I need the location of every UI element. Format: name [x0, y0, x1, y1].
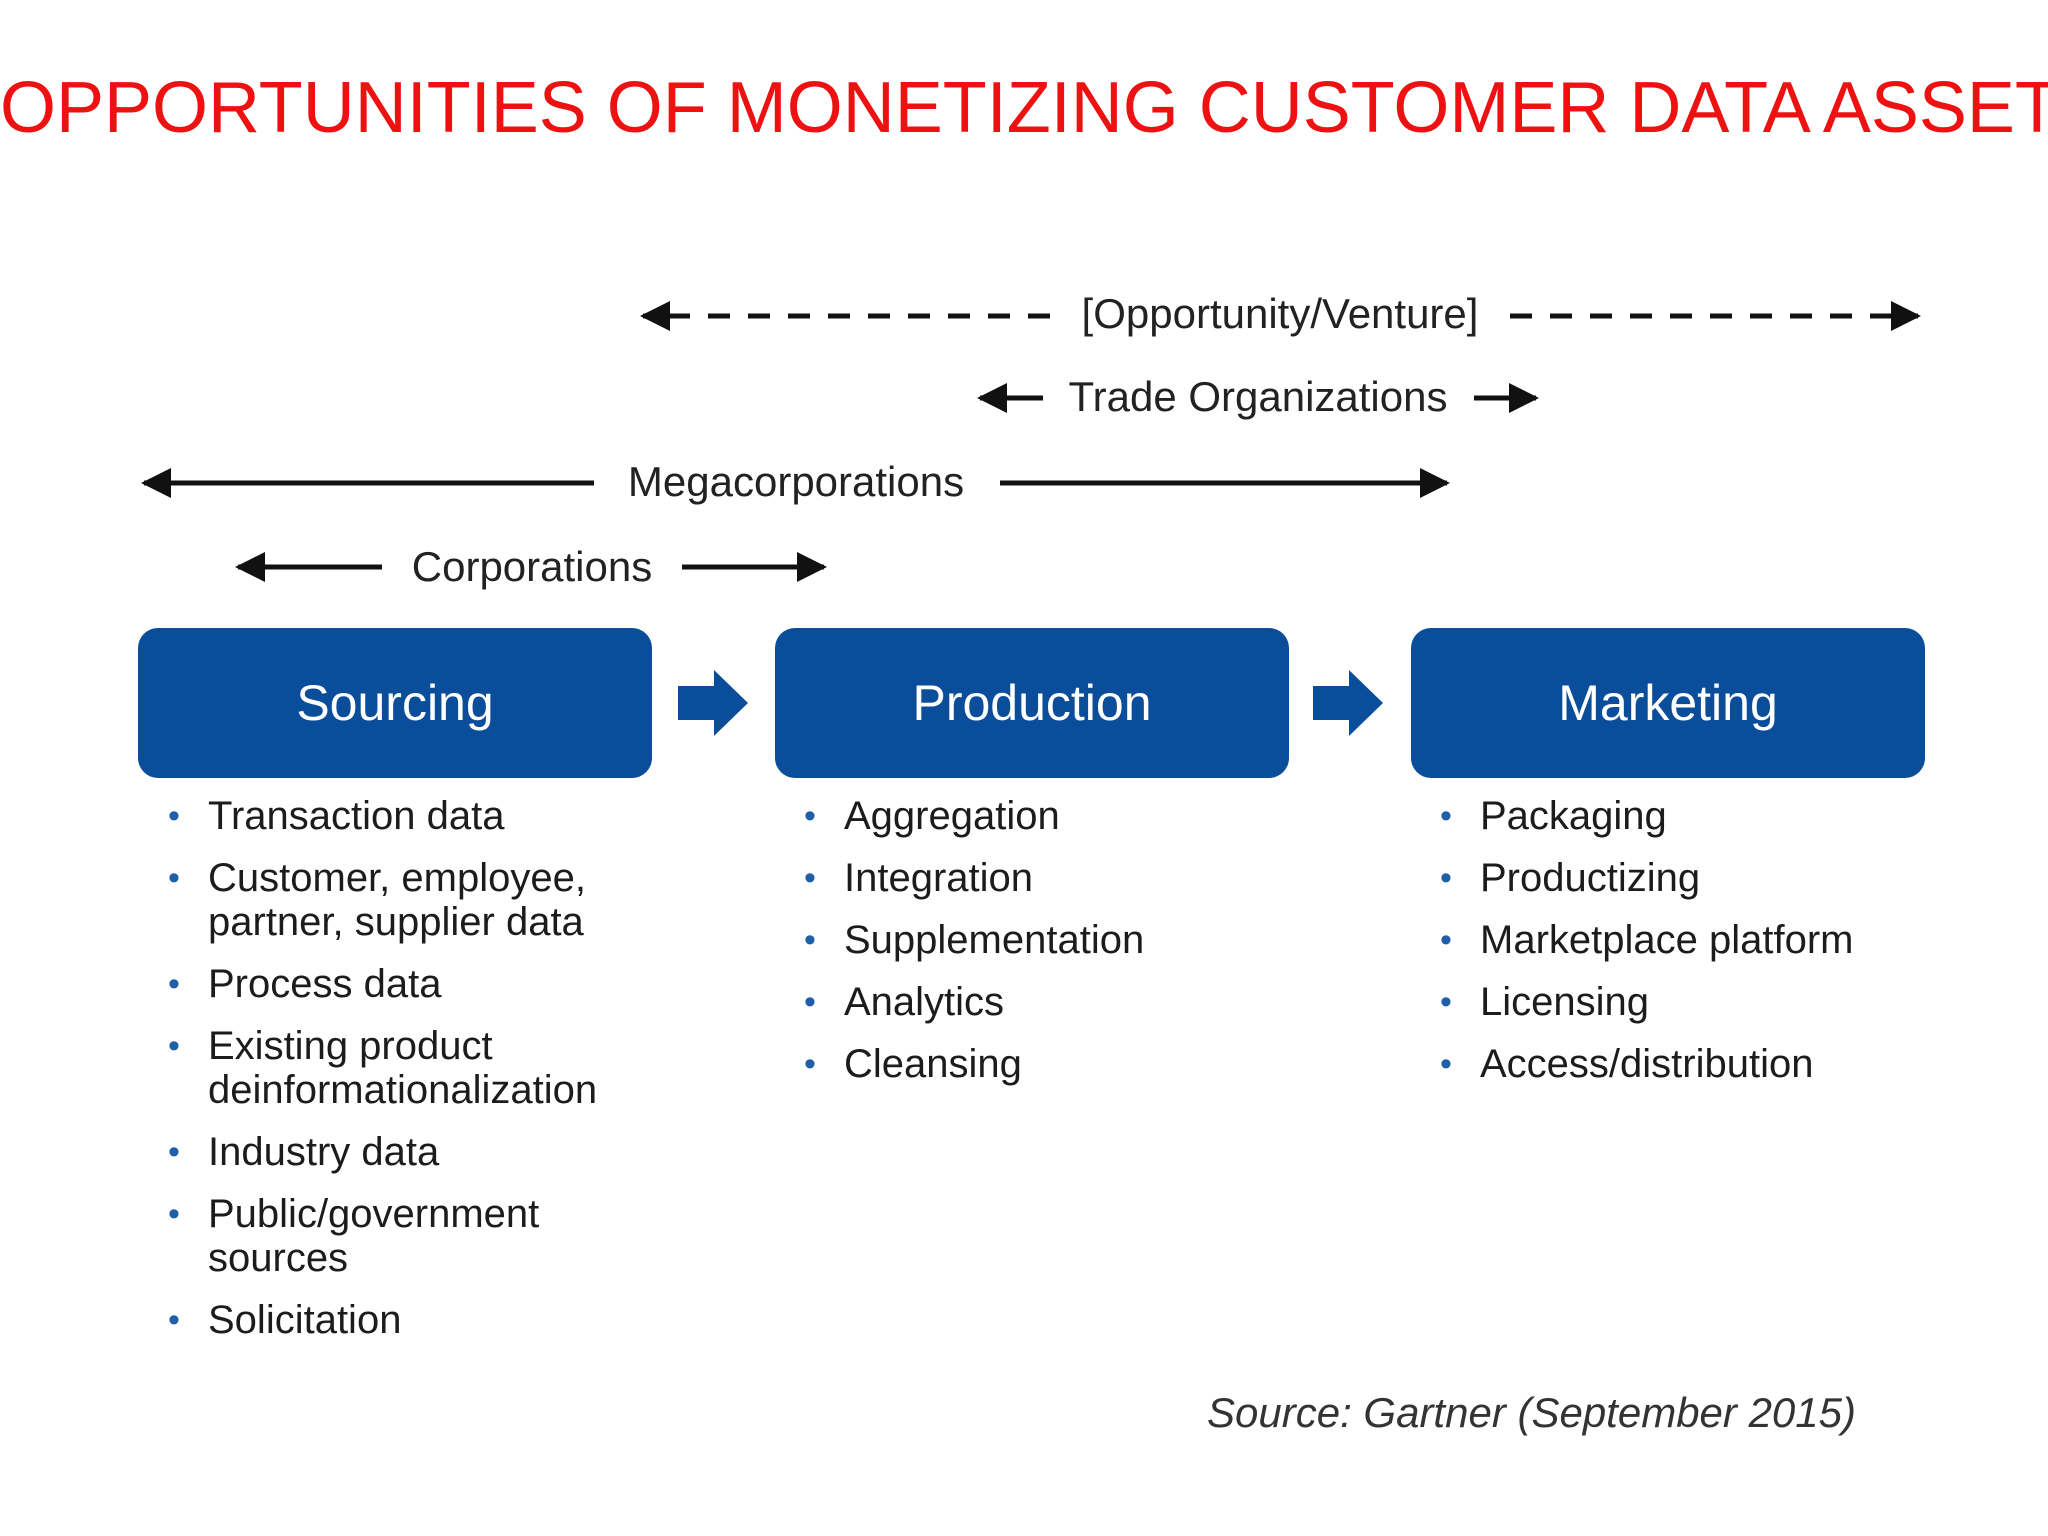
stage-label-sourcing: Sourcing: [296, 675, 494, 731]
corporations-label: Corporations: [411, 543, 653, 590]
megacorporations-label: Megacorporations: [627, 458, 965, 505]
sourcing-item-list: Transaction data Customer, employee, par…: [168, 794, 668, 1360]
list-item: Access/distribution: [1440, 1042, 1960, 1086]
source-citation: Source: Gartner (September 2015): [1207, 1389, 1856, 1436]
list-item: Supplementation: [804, 918, 1304, 962]
list-item: Existing product deinformationalization: [168, 1024, 668, 1112]
list-item: Industry data: [168, 1130, 668, 1174]
list-item: Integration: [804, 856, 1304, 900]
list-item: Licensing: [1440, 980, 1960, 1024]
stage-label-production: Production: [912, 675, 1152, 731]
list-item: Packaging: [1440, 794, 1960, 838]
list-item: Cleansing: [804, 1042, 1304, 1086]
list-item: Process data: [168, 962, 668, 1006]
marketing-item-list: Packaging Productizing Marketplace platf…: [1440, 794, 1960, 1104]
stage-box-production: Production: [775, 628, 1289, 778]
list-item: Public/government sources: [168, 1192, 668, 1280]
stage-box-sourcing: Sourcing: [138, 628, 652, 778]
stage-label-marketing: Marketing: [1558, 675, 1778, 731]
list-item: Solicitation: [168, 1298, 668, 1342]
page-title: OPPORTUNITIES OF MONETIZING CUSTOMER DAT…: [0, 68, 2048, 148]
chevron-right-icon: [1313, 670, 1383, 736]
list-item: Marketplace platform: [1440, 918, 1960, 962]
trade-organizations-label: Trade Organizations: [1068, 373, 1448, 420]
production-item-list: Aggregation Integration Supplementation …: [804, 794, 1304, 1104]
list-item: Aggregation: [804, 794, 1304, 838]
stage-box-marketing: Marketing: [1411, 628, 1925, 778]
list-item: Transaction data: [168, 794, 668, 838]
list-item: Customer, employee, partner, supplier da…: [168, 856, 668, 944]
list-item: Productizing: [1440, 856, 1960, 900]
opportunity-venture-label: [Opportunity/Venture]: [1081, 290, 1479, 337]
chevron-right-icon: [678, 670, 748, 736]
list-item: Analytics: [804, 980, 1304, 1024]
